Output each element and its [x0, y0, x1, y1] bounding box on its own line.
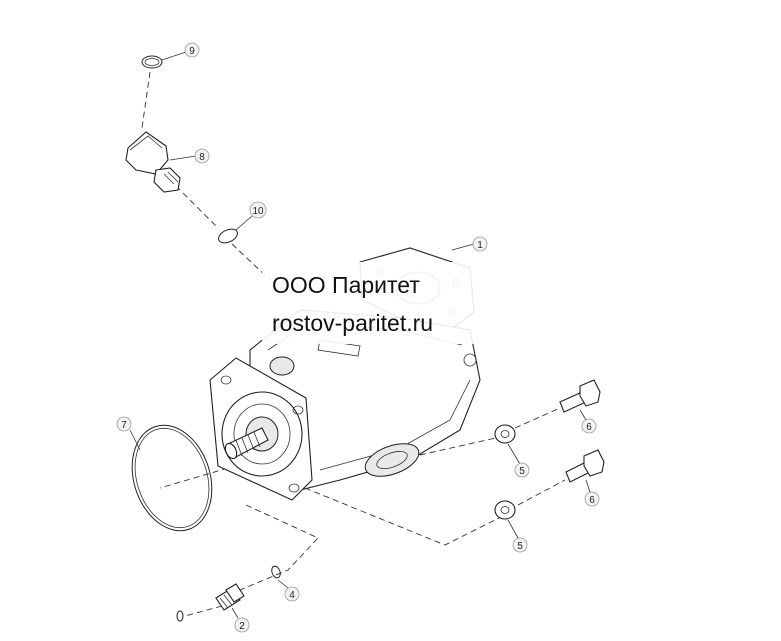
bolt-part-6b	[565, 449, 605, 483]
callout-7: 7	[116, 416, 141, 451]
callout-9: 9	[161, 42, 200, 61]
callout-4: 4	[277, 579, 300, 602]
callout-6b: 6	[584, 479, 600, 507]
svg-text:1: 1	[477, 240, 483, 251]
svg-text:6: 6	[586, 422, 592, 433]
bolt-part-6a	[559, 379, 601, 413]
svg-text:6: 6	[589, 495, 595, 506]
o-ring-part-7	[131, 424, 213, 532]
callout-5b: 5	[507, 519, 528, 553]
svg-text:8: 8	[199, 152, 205, 163]
callout-8: 8	[169, 148, 210, 164]
svg-text:7: 7	[121, 420, 127, 431]
callout-10: 10	[235, 201, 267, 231]
elbow-fitting-part-8	[125, 131, 181, 193]
svg-text:2: 2	[239, 621, 245, 632]
svg-text:10: 10	[252, 206, 264, 217]
svg-text:5: 5	[517, 541, 523, 552]
watermark-company-name: ООО Паритет	[272, 272, 420, 298]
washer-part-5b	[494, 500, 516, 520]
washer-part-5a	[494, 424, 516, 444]
callout-6a: 6	[579, 409, 597, 434]
callout-1: 1	[451, 236, 488, 252]
o-ring-part-9	[141, 55, 163, 69]
svg-text:4: 4	[289, 590, 295, 601]
svg-text:9: 9	[189, 46, 195, 57]
watermark-backdrop	[262, 262, 520, 344]
callout-5a: 5	[507, 443, 530, 478]
callout-2: 2	[231, 607, 250, 633]
o-ring-part-4	[271, 565, 281, 579]
o-ring-part-10	[218, 228, 238, 244]
svg-text:5: 5	[519, 466, 525, 477]
plug-part-2	[176, 583, 245, 622]
watermark-website: rostov-paritet.ru	[272, 310, 434, 336]
